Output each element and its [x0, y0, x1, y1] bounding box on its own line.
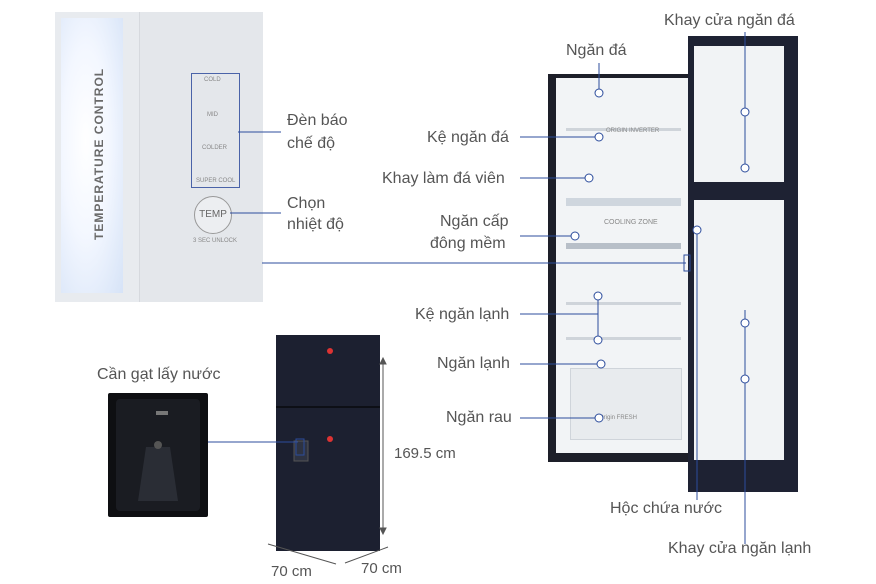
label-indicator-2: chế độ — [287, 135, 336, 152]
label-fridge-door-tray: Khay cửa ngăn lạnh — [668, 540, 812, 557]
temp-button: TEMP — [194, 196, 232, 234]
label-soft-freeze-2: đông mềm — [430, 235, 506, 252]
dimension-depth: 70 cm — [361, 560, 402, 577]
vegetable-drawer — [570, 368, 682, 440]
label-water-tank: Hộc chứa nước — [610, 500, 722, 517]
cooling-zone-text: COOLING ZONE — [604, 219, 658, 226]
label-temp-select-2: nhiệt độ — [287, 216, 344, 233]
panel-face — [139, 12, 263, 302]
fridge-shelf-line-1 — [566, 302, 681, 305]
closed-fridge-drawing — [276, 335, 380, 551]
closed-fridge — [276, 335, 380, 551]
label-fridge-shelf: Kệ ngăn lạnh — [415, 306, 510, 323]
compartment-divider — [566, 198, 681, 206]
label-fridge: Ngăn lạnh — [437, 355, 510, 372]
dispenser-lever-icon — [116, 399, 200, 511]
freezer-shelf-line — [566, 128, 681, 131]
label-ice-tray: Khay làm đá viên — [382, 170, 505, 187]
mode-indicator-highlight — [191, 73, 240, 188]
fridge-door-inner — [694, 200, 784, 460]
mode-colder: COLDER — [202, 145, 228, 151]
label-freezer-door-tray: Khay cửa ngăn đá — [664, 12, 795, 29]
panel-light — [61, 18, 123, 293]
dimension-width: 70 cm — [271, 563, 312, 580]
label-water-lever: Cần gạt lấy nước — [97, 366, 221, 383]
label-indicator-1: Đèn báo — [287, 112, 348, 129]
unlock-text: 3 SEC UNLOCK — [193, 238, 238, 244]
mode-cold: COLD — [204, 77, 221, 83]
label-freezer: Ngăn đá — [566, 42, 627, 59]
origin-fresh-text: Origin FRESH — [599, 415, 638, 421]
label-freezer-shelf: Kệ ngăn đá — [427, 129, 509, 146]
mode-mid: MID — [207, 112, 218, 118]
label-veg-drawer: Ngăn rau — [446, 409, 512, 426]
mode-super-cool: SUPER COOL — [196, 178, 236, 184]
dimension-height: 169.5 cm — [394, 445, 456, 462]
open-fridge-interior — [556, 78, 691, 453]
freezer-door-inner — [694, 46, 784, 182]
fridge-shelf-line-2 — [566, 337, 681, 340]
label-soft-freeze-1: Ngăn cấp — [440, 213, 509, 230]
control-panel-photo — [55, 12, 263, 302]
water-dispenser-photo — [108, 393, 208, 517]
origin-inverter-text: ORIGIN INVERTER — [606, 128, 660, 134]
soft-freeze-shelf — [566, 243, 681, 249]
label-temp-select-1: Chọn — [287, 195, 326, 212]
